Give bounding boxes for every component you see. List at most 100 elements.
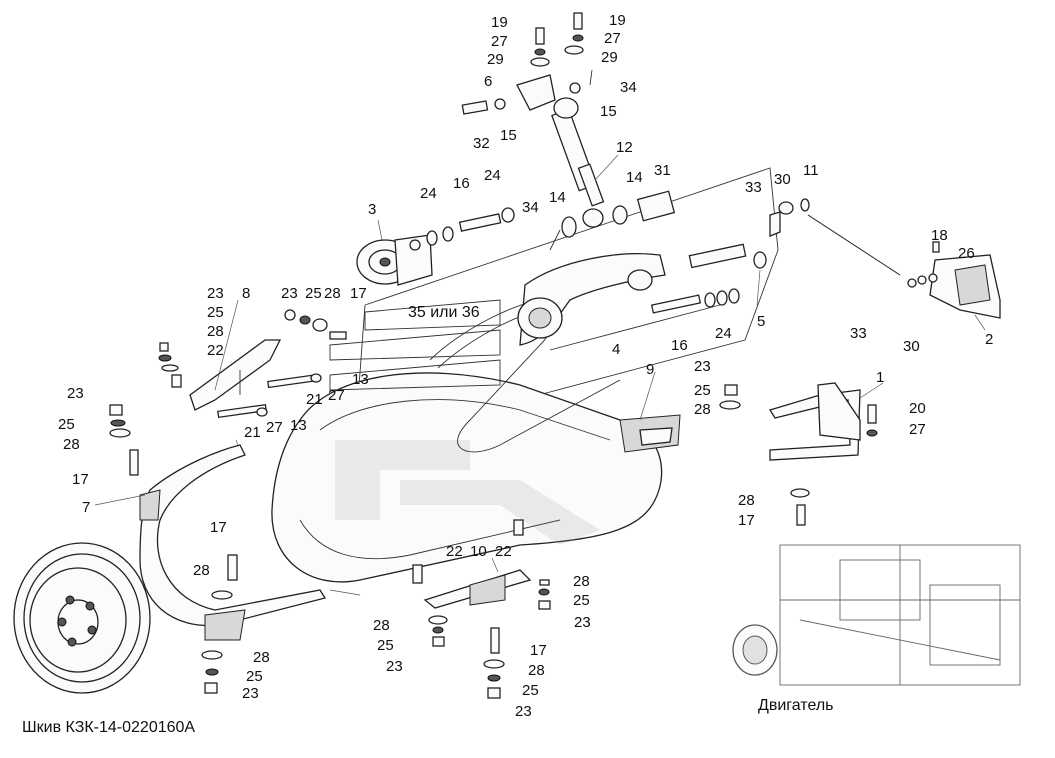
callout: 29 [601, 49, 618, 66]
pulley-kzk [13, 542, 151, 694]
callout: 33 [850, 325, 867, 342]
callout: 31 [654, 162, 671, 179]
callout: 18 [931, 227, 948, 244]
callout: 27 [909, 421, 926, 438]
cylinder-12 [551, 97, 605, 228]
callout: 21 [244, 424, 261, 441]
callout: 23 [386, 658, 403, 675]
hardware-stacks [109, 309, 878, 699]
callout: 16 [671, 337, 688, 354]
leader-lines [94, 154, 986, 596]
callout: 3 [368, 201, 376, 218]
callout: 25 [377, 637, 394, 654]
callout: 5 [757, 313, 765, 330]
bracket-8 [189, 339, 282, 411]
callout: 14 [549, 189, 566, 206]
callout: 23 [67, 385, 84, 402]
callout: 10 [470, 543, 487, 560]
callout: 28 [324, 285, 341, 302]
callout: 19 [491, 14, 508, 31]
callout: 26 [958, 245, 975, 262]
bushings-14-31 [549, 190, 676, 251]
callout: 16 [453, 175, 470, 192]
callout: 27 [604, 30, 621, 47]
callout: 6 [484, 73, 492, 90]
callout: 28 [573, 573, 590, 590]
watermark [335, 440, 600, 545]
callout: 7 [82, 499, 90, 516]
callout: 23 [694, 358, 711, 375]
callout: 15 [500, 127, 517, 144]
engine-sketch [732, 544, 1021, 686]
callout: 22 [207, 342, 224, 359]
callout: 17 [738, 512, 755, 529]
callout: 25 [207, 304, 224, 321]
callout: 23 [207, 285, 224, 302]
callout: 23 [574, 614, 591, 631]
bracket-2 [907, 241, 1001, 319]
callout: 28 [63, 436, 80, 453]
callout: 25 [305, 285, 322, 302]
side-guard-7 [139, 444, 327, 641]
callout: 1 [876, 369, 884, 386]
shaft-16-lower [549, 288, 740, 351]
callout: 34 [522, 199, 539, 216]
callout: 28 [253, 649, 270, 666]
callout: 13 [352, 371, 369, 388]
callout: 24 [715, 325, 732, 342]
callout-numbers: 19 27 29 19 27 29 6 15 34 32 15 12 3 24 … [58, 12, 993, 720]
callout: 28 [207, 323, 224, 340]
callout: 13 [290, 417, 307, 434]
callout: 25 [246, 668, 263, 685]
callout: 28 [193, 562, 210, 579]
shaft-16-top [426, 207, 515, 246]
callout: 23 [242, 685, 259, 702]
bracket-6 [461, 69, 593, 115]
callout: 14 [626, 169, 643, 186]
callout: 32 [473, 135, 490, 152]
belt-label-box [329, 299, 501, 391]
callout: 30 [903, 338, 920, 355]
callout: 15 [600, 103, 617, 120]
callout: 21 [306, 391, 323, 408]
callout: 17 [210, 519, 227, 536]
callout: 2 [985, 331, 993, 348]
callout: 28 [694, 401, 711, 418]
callout: 23 [515, 703, 532, 720]
callout: 17 [72, 471, 89, 488]
callout: 17 [530, 642, 547, 659]
callout: 30 [774, 171, 791, 188]
callout: 34 [620, 79, 637, 96]
pulley-caption: Шкив КЗК-14-0220160А [22, 719, 195, 736]
callout: 24 [484, 167, 501, 184]
callout: 24 [420, 185, 437, 202]
spring-assembly [688, 198, 901, 276]
lower-cover-10 [423, 569, 532, 609]
callout: 22 [446, 543, 463, 560]
callout: 22 [495, 543, 512, 560]
belt-caption: 35 или 36 [408, 304, 480, 321]
callout: 27 [491, 33, 508, 50]
callout: 19 [609, 12, 626, 29]
callout: 25 [522, 682, 539, 699]
callout: 9 [646, 361, 654, 378]
belt-guard-9 [271, 372, 681, 583]
callout: 17 [350, 285, 367, 302]
callout: 28 [528, 662, 545, 679]
callout: 27 [266, 419, 283, 436]
callout: 25 [58, 416, 75, 433]
callout: 11 [803, 162, 819, 179]
idler-pulley-3 [356, 234, 433, 286]
callout: 23 [281, 285, 298, 302]
callout: 27 [328, 387, 345, 404]
callout: 25 [694, 382, 711, 399]
callout: 28 [373, 617, 390, 634]
bracket-1 [768, 382, 861, 461]
bolts-19 [530, 12, 584, 67]
callout: 28 [738, 492, 755, 509]
callout: 12 [616, 139, 633, 156]
callout: 8 [242, 285, 250, 302]
callout: 20 [909, 400, 926, 417]
engine-caption: Двигатель [758, 697, 834, 714]
